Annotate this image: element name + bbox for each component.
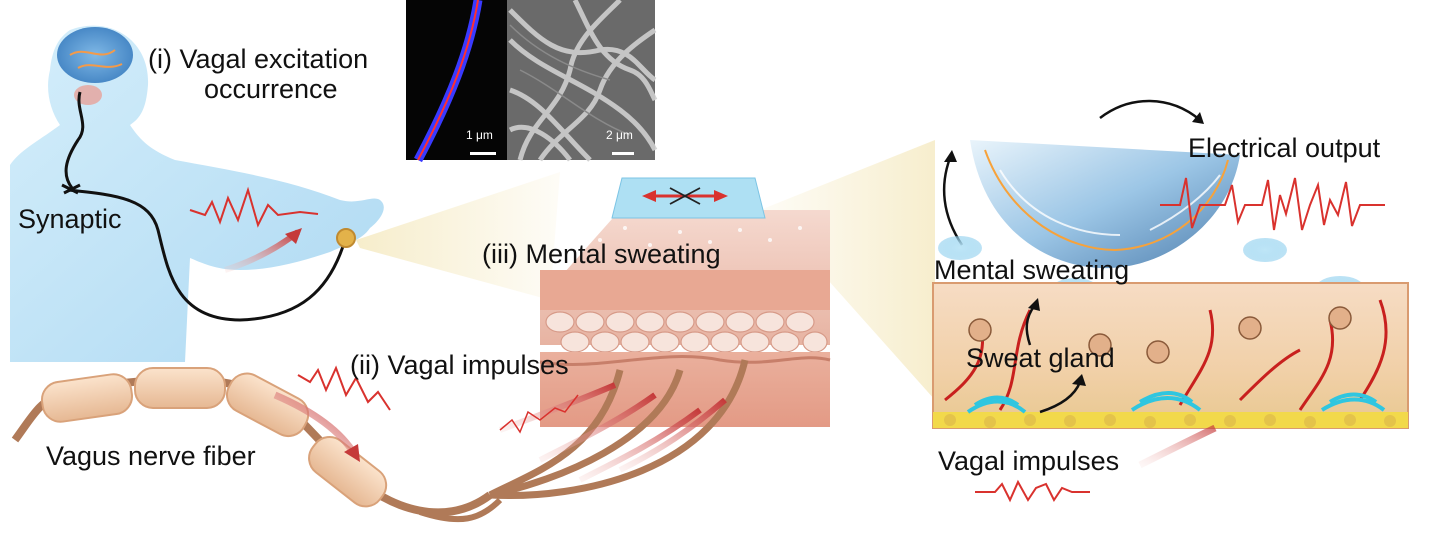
zoom-cone-right	[760, 140, 935, 400]
vagus-nerve-fiber-illustration	[11, 359, 749, 523]
waveform-icon	[189, 186, 319, 228]
brain-icon	[57, 27, 133, 83]
nerve-waveform-icon	[297, 365, 391, 411]
nerve-pathway-line	[64, 91, 85, 189]
label-mental-sweating-panel: (iii) Mental sweating	[482, 239, 721, 269]
sweat-gland-panel	[932, 282, 1409, 429]
arm-nerve-line	[67, 188, 347, 322]
label-sweat-gland: Sweat gland	[966, 343, 1115, 373]
impulse-arrows	[498, 382, 727, 483]
label-mental-sweating-right: Mental sweating	[934, 255, 1130, 285]
human-body-figure	[10, 25, 384, 363]
electrical-output-waveform	[1160, 177, 1385, 231]
output-arrow-icon	[942, 157, 964, 246]
zoom-cone-left	[356, 172, 560, 300]
fluorescence-scale-label: 1 μm	[466, 128, 493, 142]
rotation-arrow-icon	[1099, 99, 1201, 121]
label-synaptic: Synaptic	[18, 204, 122, 234]
skin-cross-section	[539, 210, 831, 427]
label-vagal-excitation-line2: occurrence	[204, 74, 338, 104]
electrical-device-bowl	[970, 140, 1240, 269]
label-vagal-impulses-panel: (ii) Vagal impulses	[350, 350, 569, 380]
wrist-sensor-icon	[336, 228, 356, 248]
label-vagal-impulses-right: Vagal impulses	[938, 446, 1120, 476]
gland-arrow-icon	[1039, 381, 1082, 414]
vagal-waveform-right	[975, 479, 1090, 503]
label-vagus-nerve-fiber: Vagus nerve fiber	[46, 441, 256, 471]
vagal-impulse-arrow-icon	[1138, 424, 1217, 469]
label-vagal-excitation-line1: (i) Vagal excitation	[148, 44, 369, 74]
sem-scale-label: 2 μm	[606, 128, 633, 142]
body-silhouette	[10, 25, 384, 363]
label-electrical-output: Electrical output	[1188, 133, 1381, 163]
impulse-waveform-small	[499, 394, 579, 434]
